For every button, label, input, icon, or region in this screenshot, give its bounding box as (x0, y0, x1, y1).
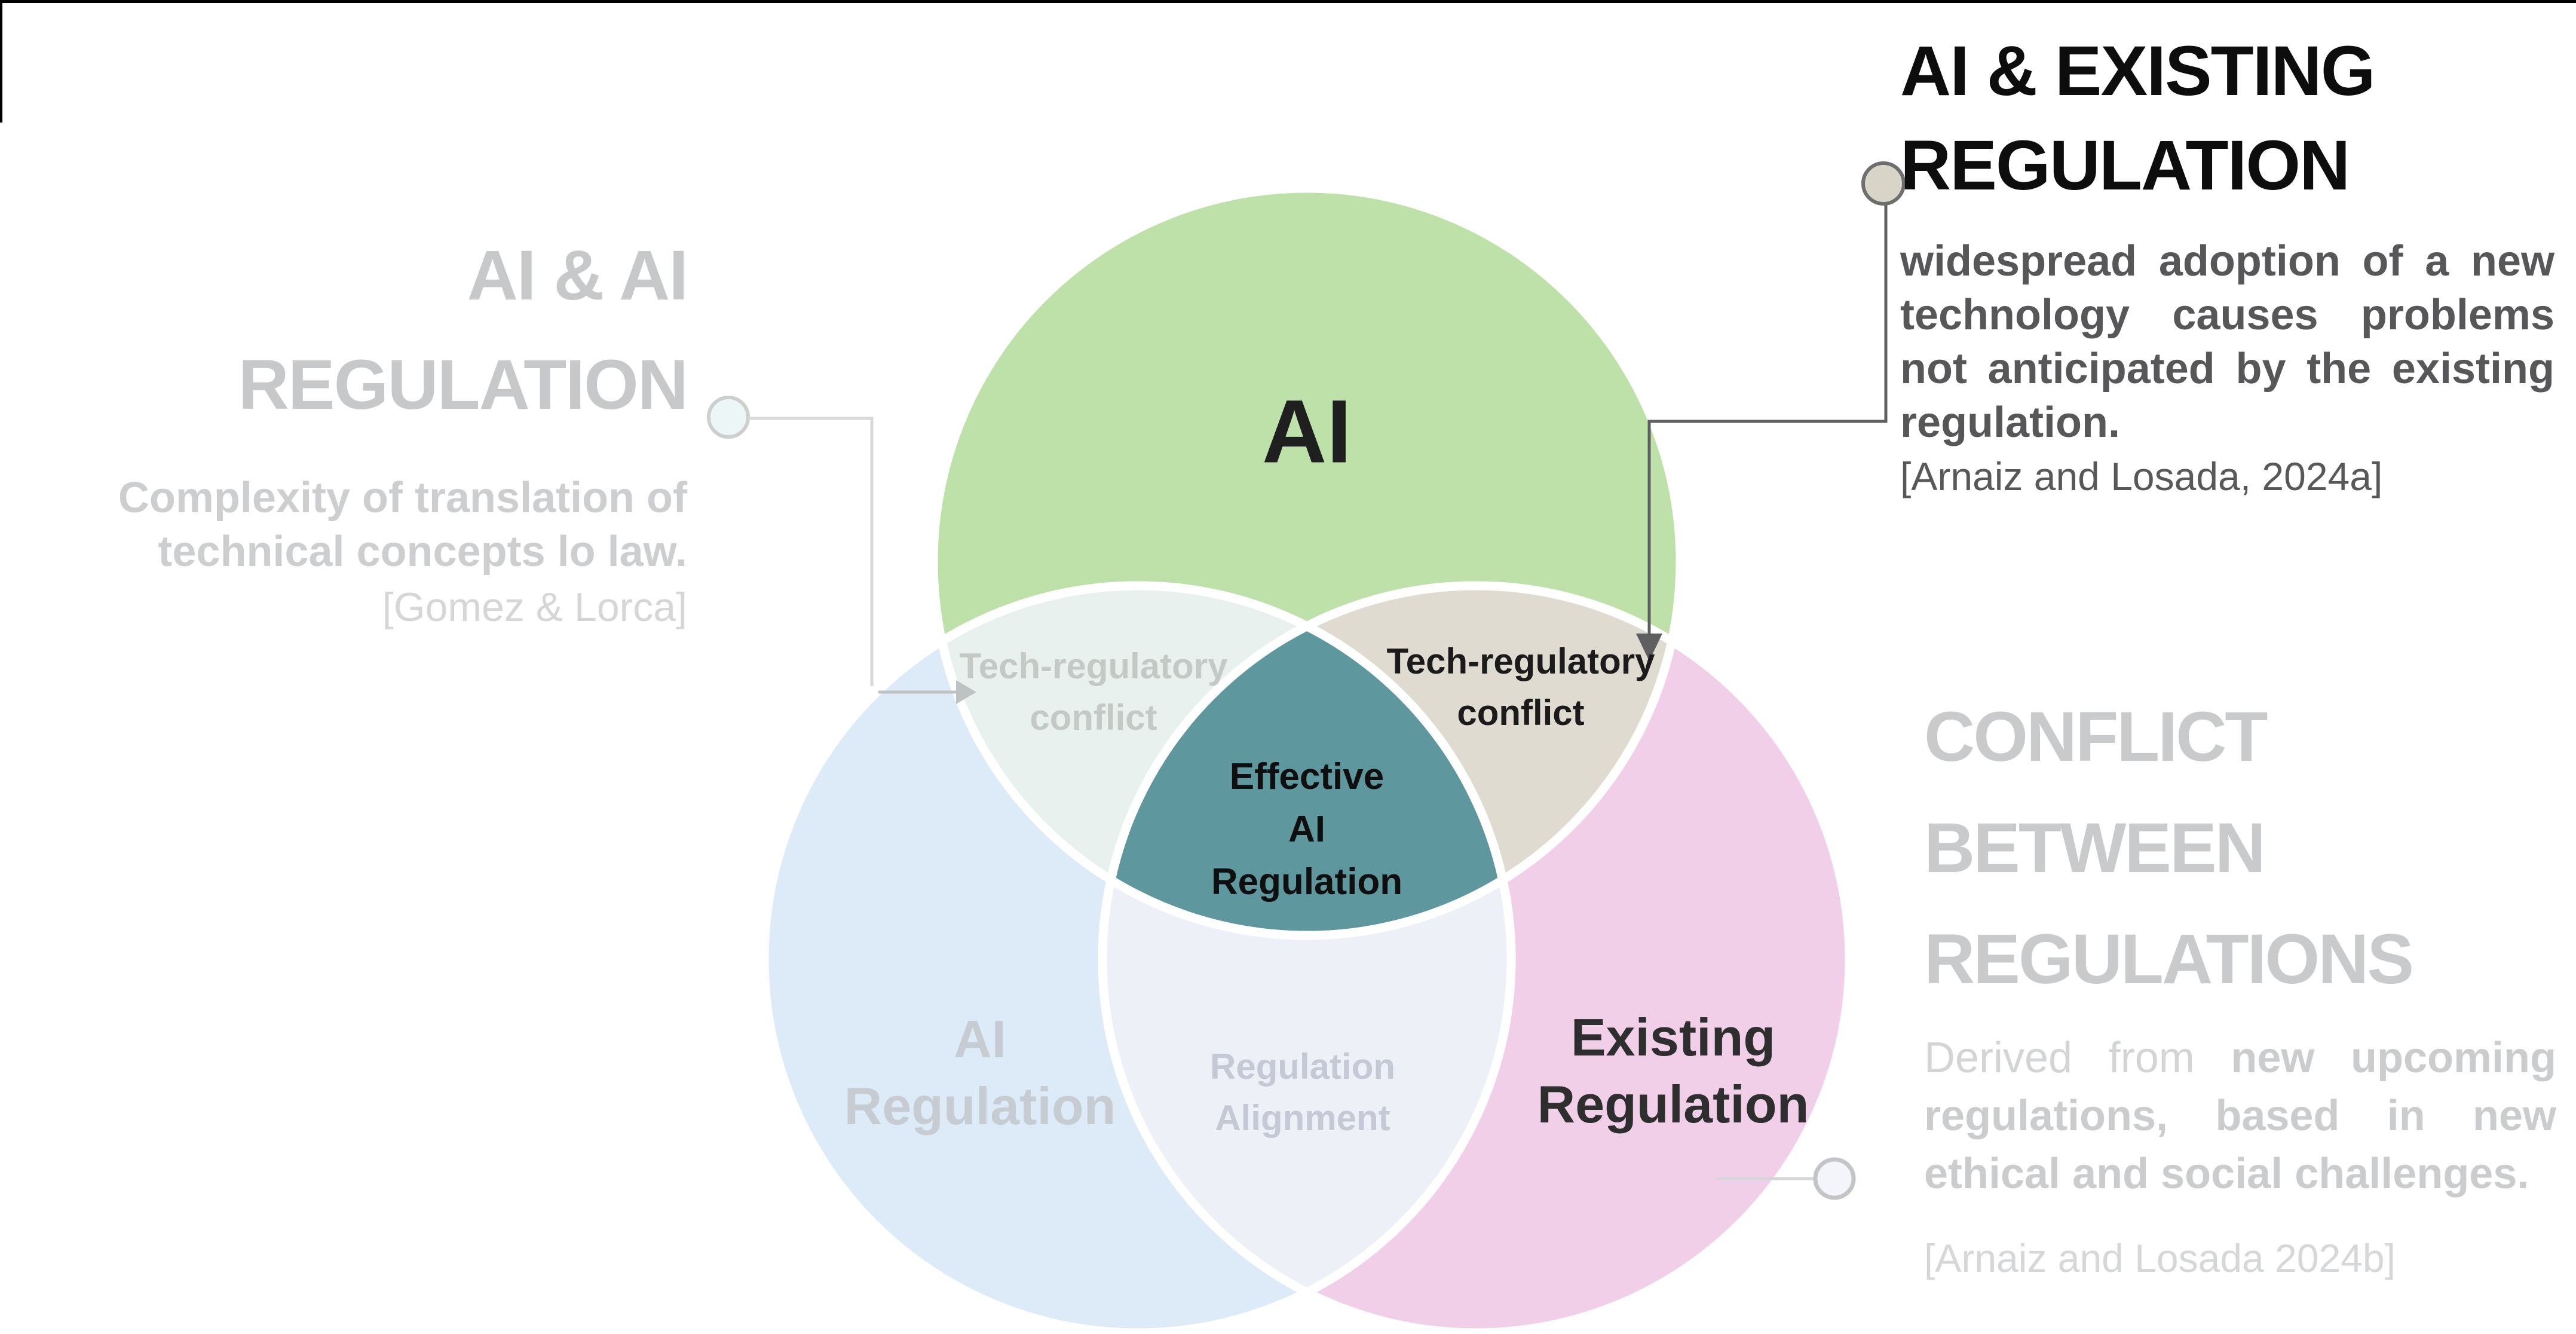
panel-topright-body: widespread adoption of a new technology … (1900, 237, 2554, 446)
label-existing-line2: Regulation (1537, 1075, 1809, 1134)
panel-left-citation: [Gomez & Lorca] (382, 585, 687, 630)
slide-left-border (0, 0, 2, 123)
label-overlap-right-line1: Tech-regulatory (1386, 641, 1655, 681)
connector-left (707, 396, 874, 686)
panel-topright-title: AI & EXISTING REGULATION (1900, 24, 2554, 213)
label-ai-reg-line2: Regulation (844, 1076, 1116, 1136)
label-overlap-left-line1: Tech-regulatory (959, 646, 1228, 686)
panel-left-title-line2: REGULATION (238, 345, 688, 424)
label-overlap-bottom-line2: Alignment (1215, 1098, 1390, 1138)
label-overlap-right: Tech-regulatory conflict (1387, 636, 1655, 739)
connector-line-left (748, 417, 874, 686)
label-overlap-right-line2: conflict (1457, 693, 1585, 733)
panel-conflict-between-regulations: CONFLICT BETWEEN REGULATIONS Derived fro… (1924, 681, 2556, 1284)
panel-left-body-line2: technical concepts lo law. (158, 528, 687, 576)
panel-topright-title-line1: AI & EXISTING (1900, 32, 2376, 111)
panel-left-body-line1: Complexity of translation of (118, 474, 687, 522)
label-overlap-left-line2: conflict (1030, 697, 1157, 738)
label-ai: AI (1262, 381, 1352, 482)
label-center-line2: AI (1288, 809, 1325, 850)
panel-bottomright-body-plain: Derived from (1924, 1034, 2231, 1082)
connector-dot-bottom-right-icon (1813, 1157, 1856, 1200)
connector-left-arrow (878, 680, 976, 704)
panel-bottomright-title-line3: REGULATIONS (1924, 920, 2414, 999)
connector-dot-top-right-icon (1861, 161, 1906, 206)
arrow-right-icon (956, 680, 976, 704)
panel-topright-citation: [Arnaiz and Losada, 2024a] (1900, 454, 2383, 498)
panel-left-body: Complexity of translation of technical c… (60, 471, 687, 579)
overlap-center (1106, 622, 1508, 940)
connector-top-right (1636, 161, 1906, 661)
label-existing-regulation: Existing Regulation (1537, 1004, 1809, 1138)
panel-ai-and-existing-regulation: AI & EXISTING REGULATION widespread adop… (1900, 24, 2554, 503)
panel-bottomright-body: Derived from new upcoming regulations, b… (1924, 1029, 2556, 1203)
panel-topright-title-line2: REGULATION (1900, 126, 2350, 205)
label-center-line3: Regulation (1211, 861, 1403, 902)
panel-bottomright-title-line2: BETWEEN (1924, 809, 2266, 888)
label-existing-line1: Existing (1570, 1008, 1776, 1067)
panel-left-title: AI & AI REGULATION (60, 221, 688, 440)
label-overlap-bottom-line1: Regulation (1210, 1047, 1395, 1087)
panel-bottomright-body-bold: new upcoming regulations, based in new e… (1924, 1034, 2557, 1198)
label-regulation-alignment: Regulation Alignment (1210, 1041, 1395, 1144)
panel-bottomright-title-line1: CONFLICT (1924, 697, 2268, 776)
panel-ai-and-ai-regulation: AI & AI REGULATION Complexity of transla… (60, 221, 688, 634)
panel-bottomright-citation: [Arnaiz and Losada 2024b] (1924, 1236, 2396, 1280)
panel-bottomright-title: CONFLICT BETWEEN REGULATIONS (1924, 681, 2556, 1015)
panel-left-title-line1: AI & AI (467, 236, 688, 315)
slide-top-border (0, 0, 2576, 3)
arrow-down-icon (1636, 634, 1662, 661)
label-effective-ai-regulation: Effective AI Regulation (1211, 751, 1402, 908)
connector-bottom-right (1716, 1157, 1856, 1200)
label-center-line1: Effective (1229, 756, 1385, 797)
label-overlap-left: Tech-regulatory conflict (960, 641, 1228, 744)
label-ai-regulation: AI Regulation (844, 1006, 1116, 1140)
label-ai-reg-line1: AI (954, 1009, 1006, 1069)
connector-line-top-right (1647, 204, 1888, 634)
connector-dot-left-icon (707, 396, 750, 439)
